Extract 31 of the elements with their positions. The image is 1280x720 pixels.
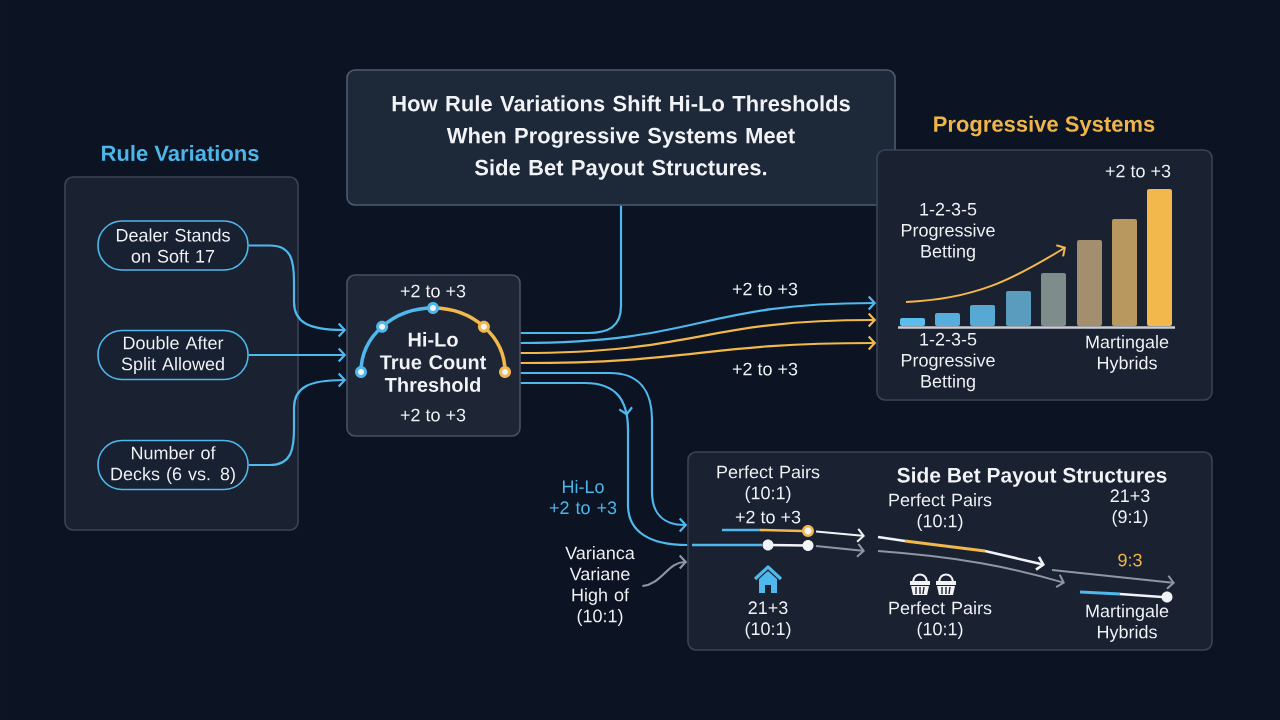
connector-line [520, 205, 623, 335]
payout-label: Perfect Pairs (10:1) [717, 465, 820, 503]
note-text: Varianca Variane High of (10:1) [565, 546, 635, 626]
payout-label: 21+3 (10:1) [745, 601, 791, 639]
rule-box: Dealer Stands on Soft 17 [97, 220, 249, 271]
arrow [520, 312, 877, 355]
range-label: +2 to +3 [735, 510, 801, 524]
range-label: +2 to +3 [1105, 164, 1171, 178]
arrow [248, 347, 347, 363]
rule-box: Double After Split Allowed [97, 329, 249, 381]
range-label: +2 to +3 [400, 284, 466, 298]
panel-heading: Rule Variations [102, 144, 259, 162]
ratio-label: 9:3 [1118, 553, 1142, 567]
arrow [248, 372, 347, 467]
arrow [248, 244, 347, 338]
range-label: +2 to +3 [400, 408, 466, 422]
panel-heading: Progressive Systems [934, 115, 1155, 137]
edge-label: Hi-Lo +2 to +3 [545, 476, 621, 518]
title-box: How Rule Variations Shift Hi-Lo Thresholds When Progressive Systems Meet Side Bet Payout Structures. [346, 69, 896, 206]
chart-label: 1-2-3-5 Progressive Betting [901, 332, 995, 392]
gauge-title: Hi-Lo True Count Threshold [379, 332, 487, 392]
arrow [642, 554, 688, 588]
panel-heading: Side Bet Payout Structures [897, 467, 1167, 487]
payout-label: Perfect Pairs (10:1) [889, 601, 992, 639]
rule-box: Number of Decks (6 vs. 8) [97, 439, 249, 491]
payout-label: Perfect Pairs (10:1) [889, 493, 992, 531]
payout-label: Martingale Hybrids [1086, 604, 1169, 642]
arrow [520, 295, 877, 345]
arrow [520, 335, 877, 365]
chart-label: Martingale Hybrids [1086, 335, 1169, 373]
payout-label: 21+3 (9:1) [1110, 489, 1150, 527]
